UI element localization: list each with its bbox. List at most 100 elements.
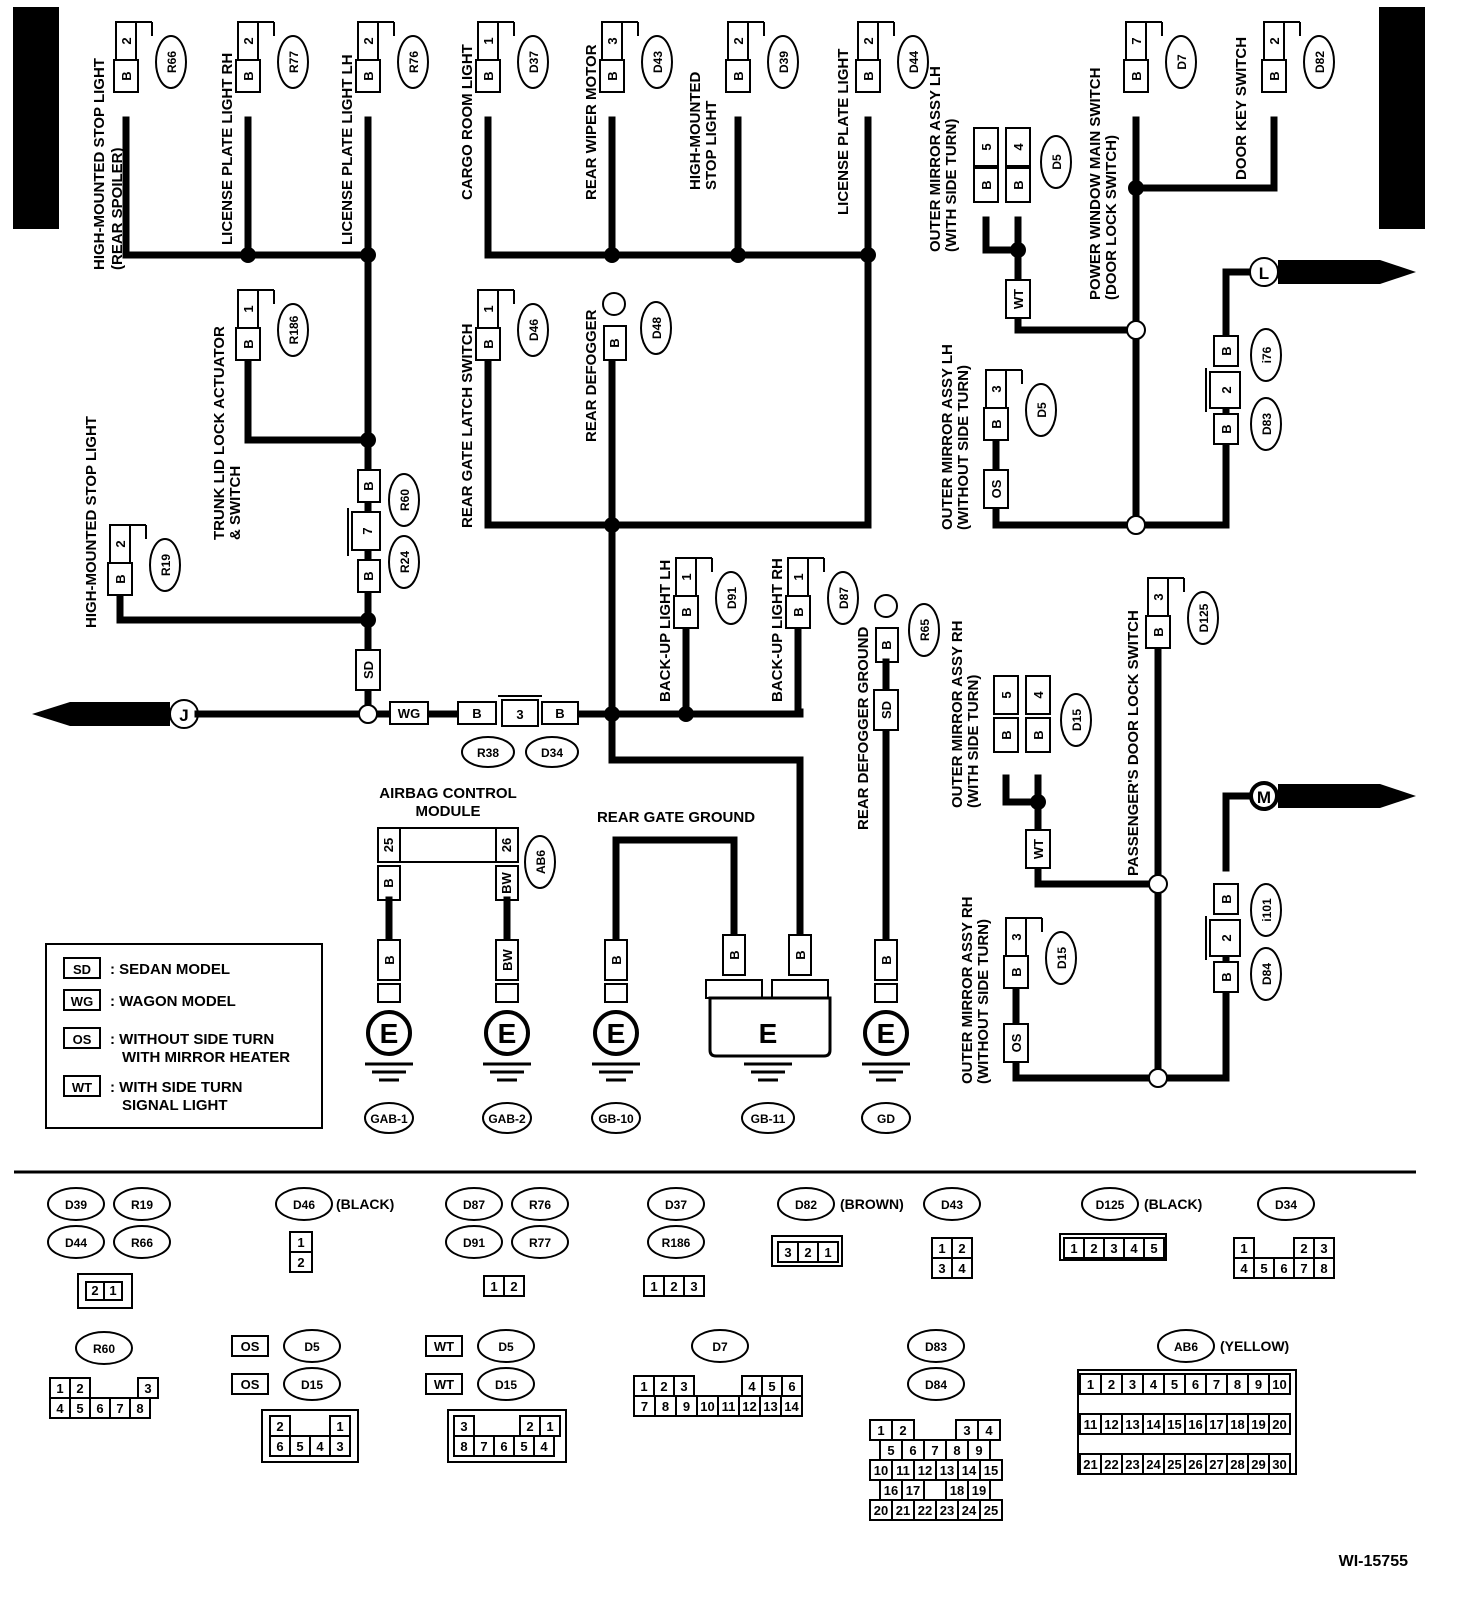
splice-doorkey	[1128, 180, 1144, 196]
c9c-pin-4: 8	[136, 1401, 143, 1416]
c14a-pin-8: 9	[1255, 1377, 1262, 1392]
c13f-pin-1: 19	[972, 1483, 986, 1498]
defogger-terminal	[602, 292, 626, 316]
c6-tag-0-oval	[923, 1187, 981, 1221]
c13g-pin-1: 21	[896, 1503, 910, 1518]
conn-r66-conn: R66	[165, 51, 179, 73]
c10-os1-box	[231, 1335, 269, 1357]
c10c-pin-1: 5	[296, 1439, 303, 1454]
conn-d46-wire-box	[475, 327, 501, 361]
c11-wt2-box	[425, 1373, 463, 1395]
conn-d43-wire: B	[605, 71, 620, 80]
d15-st-p2-box	[1025, 675, 1051, 715]
c14c-pin-2: 23	[1125, 1457, 1139, 1472]
c12c-pin-1: 8	[662, 1399, 669, 1414]
c6-pin-2: 3	[938, 1261, 945, 1276]
c12c-pin-2: 9	[683, 1399, 690, 1414]
conn-d82-wire-box	[1261, 59, 1287, 93]
c12c-pin-6: 13	[763, 1399, 777, 1414]
conn-r77-conn-oval	[277, 35, 309, 89]
conn-d37-wire: B	[481, 71, 496, 80]
d84-wire-box	[1213, 961, 1239, 993]
airbag-pin25: 25	[381, 838, 396, 852]
legend-text-3: : WITH SIDE TURN	[110, 1079, 243, 1096]
c13b-pin-0: 3	[963, 1423, 970, 1438]
airbag-module-box	[377, 827, 519, 863]
c3-tag-1-oval	[511, 1187, 569, 1221]
d5-st-w1-box	[973, 167, 999, 203]
os-rh: OS	[1009, 1033, 1024, 1052]
conn-d125-wire: B	[1151, 627, 1166, 636]
c7-pin-1: 2	[1090, 1241, 1097, 1256]
wg-box-text: WG	[398, 706, 420, 721]
label-defogger: REAR DEFOGGER	[583, 309, 600, 442]
c13-tag-1-oval	[907, 1367, 965, 1401]
conn-d5-st: D5	[1050, 154, 1064, 170]
conn-d5-nst-wire: B	[989, 419, 1004, 428]
c7-cell-4	[1143, 1237, 1165, 1259]
r60-wire-box	[357, 469, 381, 503]
c8b-pin-1: 3	[1320, 1241, 1327, 1256]
conn-d39-wire: B	[731, 71, 746, 80]
label-lic-lh: LICENSE PLATE LIGHT LH	[339, 54, 356, 245]
c1-tag-2-oval	[47, 1225, 105, 1259]
c8c-pin-0: 4	[1240, 1261, 1248, 1276]
c3-tag-2: D91	[463, 1236, 485, 1250]
d34-pin-box	[501, 699, 539, 727]
c12-tag-0-oval	[691, 1329, 749, 1363]
c10-tag-3: D15	[301, 1378, 323, 1392]
c4-pin-2: 3	[690, 1279, 697, 1294]
c10-tag-1-oval	[283, 1329, 341, 1363]
conn-r77-wire: B	[241, 71, 256, 80]
conn-d15-nst-conn-oval	[1045, 931, 1077, 985]
conn-r38-oval	[461, 736, 515, 768]
d5-st-p1-box	[973, 127, 999, 167]
d15-st-w2-box	[1025, 717, 1051, 753]
wt-lh: WT	[1011, 289, 1026, 309]
label-mirror-lh-nst-2: (WITHOUT SIDE TURN)	[955, 365, 972, 530]
c11c-cell-4	[533, 1435, 555, 1457]
gb11-letter: E	[759, 1018, 778, 1049]
c5-cell-2	[817, 1241, 839, 1263]
ground-4-name-oval	[861, 1102, 911, 1134]
conn-d34-oval	[525, 736, 579, 768]
splice-mirror-lh	[1010, 242, 1026, 258]
splice-pass-1	[1148, 874, 1168, 894]
c14c-pin-8: 29	[1251, 1457, 1265, 1472]
c14a-pin-5: 6	[1192, 1377, 1199, 1392]
conn-d44-wire-box	[855, 59, 881, 93]
conn-d46-conn-oval	[517, 303, 549, 357]
conn-r186-wire: B	[241, 339, 256, 348]
c9c-pin-3: 7	[116, 1401, 123, 1416]
c14b-cell-9	[1268, 1413, 1291, 1435]
conn-r186-conn-oval	[277, 303, 309, 357]
wire-mirror-rh-5	[1002, 774, 1042, 806]
airbag-w1: B	[381, 878, 396, 887]
conn-d37-conn-oval	[517, 35, 549, 89]
c8c-pin-4: 8	[1320, 1261, 1327, 1276]
c10-os1: OS	[241, 1339, 260, 1354]
c14c-pin-7: 28	[1230, 1457, 1244, 1472]
c10c-cell-3	[329, 1435, 351, 1457]
conn-r186-pin: 1	[241, 305, 256, 312]
wt-box-rh	[1025, 829, 1051, 869]
c10-tag-3-oval	[283, 1367, 341, 1401]
conn-r76-wire-box	[355, 59, 381, 93]
legend-code-3: WT	[72, 1080, 92, 1095]
page-tag-left: GND-05	[19, 67, 50, 170]
conn-i101: i101	[1260, 898, 1274, 922]
r38-wire-box	[457, 701, 497, 725]
c10c-pin-0: 6	[276, 1439, 283, 1454]
offpage-gnd06-l-arrow	[1278, 260, 1416, 284]
wg-box	[389, 701, 429, 725]
c8b-pin-0: 2	[1300, 1241, 1307, 1256]
conn-r65-oval	[908, 603, 940, 657]
c11c-pin-4: 4	[540, 1439, 548, 1454]
conn-d82-conn-oval	[1303, 35, 1335, 89]
d5-st-p1: 5	[979, 143, 994, 150]
legend-text2-2: WITH MIRROR HEATER	[122, 1049, 290, 1066]
c5-pin-0: 3	[784, 1245, 791, 1260]
label-mirror-rh-st-2: (WITH SIDE TURN)	[965, 675, 982, 808]
c1-tag-0: D39	[65, 1198, 87, 1212]
d34-wire-box-text: B	[555, 706, 564, 721]
